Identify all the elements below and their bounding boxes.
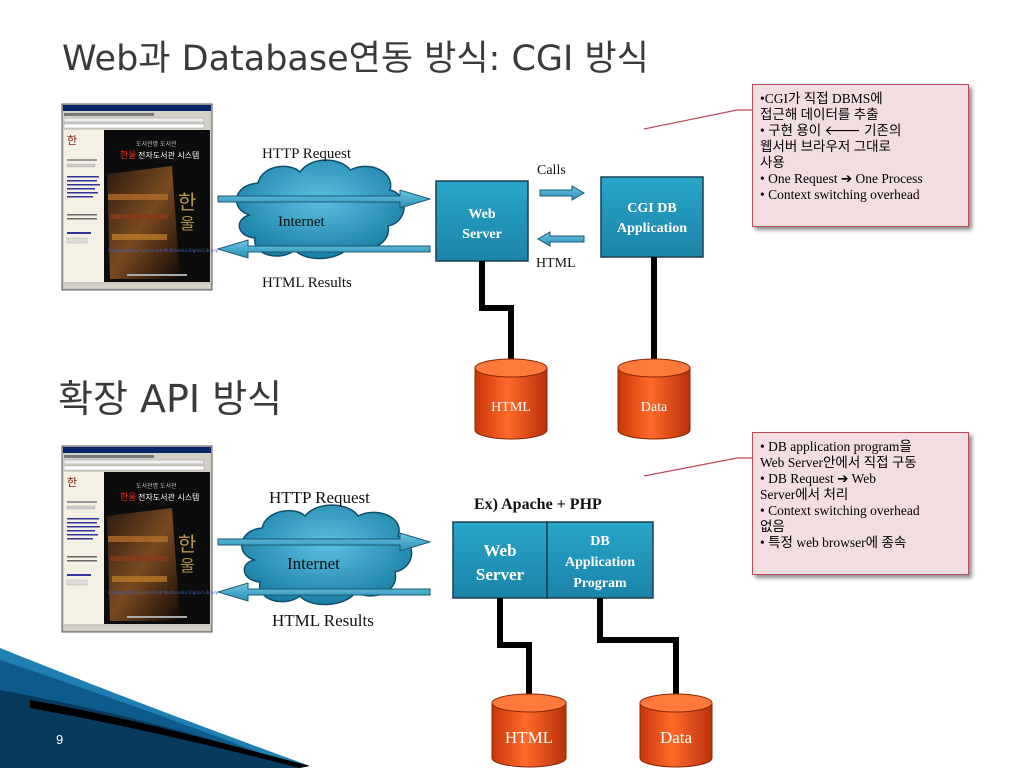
html-results-arrow-1 bbox=[216, 239, 431, 259]
note-api-line: Server에서 처리 bbox=[760, 487, 849, 502]
web-server-label-1b: Server bbox=[462, 227, 502, 242]
web-server-box-2: Web Server bbox=[452, 521, 548, 599]
cgi-app-label-b: Application bbox=[617, 221, 687, 236]
web-server-box-1: Web Server bbox=[435, 180, 529, 262]
slide-title: Web과 Database연동 방식: CGI 방식 bbox=[62, 39, 649, 79]
cgi-app-label-a: CGI DB bbox=[627, 201, 676, 216]
note-cgi-line: 접근해 데이터를 추출 bbox=[760, 107, 879, 122]
internet-cloud-1 bbox=[235, 159, 405, 260]
data-cylinder-2: Data bbox=[639, 693, 713, 768]
browser-screenshot-2 bbox=[61, 445, 219, 633]
web-server-label-1a: Web bbox=[468, 207, 495, 222]
data-cylinder-label-2: Data bbox=[660, 728, 693, 747]
note-api-line: • DB application program을 bbox=[760, 439, 912, 454]
connector-db-data-2 bbox=[597, 598, 679, 698]
html-results-arrow-2 bbox=[216, 582, 431, 602]
html-results-label-1: HTML Results bbox=[262, 275, 352, 291]
note-cgi-line: 웹서버 브라우저 그대로 bbox=[760, 139, 891, 154]
db-app-program-box: DB Application Program bbox=[546, 521, 654, 599]
callout-line-1 bbox=[643, 109, 752, 130]
cgi-app-box: CGI DB Application bbox=[600, 176, 704, 258]
note-cgi-line: • 구현 용이 🡐 기존의 bbox=[760, 123, 902, 138]
http-request-arrow-1 bbox=[217, 189, 432, 209]
note-cgi-line: •CGI가 직접 DBMS에 bbox=[760, 91, 883, 106]
callout-line-2 bbox=[643, 457, 752, 477]
http-request-label-2: HTTP Request bbox=[269, 488, 370, 507]
note-cgi-line: 사용 bbox=[760, 155, 785, 170]
html-cylinder-1: HTML bbox=[474, 358, 548, 440]
cloud-label-1: Internet bbox=[278, 214, 325, 230]
note-cgi: •CGI가 직접 DBMS에 접근해 데이터를 추출 • 구현 용이 🡐 기존의… bbox=[752, 84, 969, 227]
calls-label: Calls bbox=[537, 163, 566, 178]
html-back-arrow bbox=[537, 231, 585, 247]
note-cgi-line: • Context switching overhead bbox=[760, 187, 920, 202]
http-request-label-1: HTTP Request bbox=[262, 146, 352, 162]
db-app-label-c: Program bbox=[573, 576, 627, 591]
data-cylinder-label-1: Data bbox=[641, 400, 668, 415]
internet-cloud-2 bbox=[241, 504, 413, 606]
example-label: Ex) Apache + PHP bbox=[474, 496, 602, 513]
note-api-line: • 특정 web browser에 종속 bbox=[760, 535, 907, 550]
note-api-line: 없음 bbox=[760, 519, 785, 534]
web-server-label-2b: Server bbox=[476, 565, 525, 584]
note-api-line: • Context switching overhead bbox=[760, 503, 920, 518]
db-app-label-a: DB bbox=[590, 534, 609, 549]
html-arrow-label: HTML bbox=[536, 256, 576, 271]
html-results-label-2: HTML Results bbox=[272, 611, 374, 630]
note-api: • DB application program을 Web Server안에서 … bbox=[752, 432, 969, 575]
data-cylinder-1: Data bbox=[617, 358, 691, 440]
connector-web-html-1 bbox=[479, 261, 514, 362]
note-cgi-line: • One Request ➔ One Process bbox=[760, 171, 923, 186]
note-api-line: Web Server안에서 직접 구동 bbox=[760, 455, 917, 470]
swoosh-decoration bbox=[0, 648, 310, 768]
http-request-arrow-2 bbox=[217, 532, 432, 552]
html-cylinder-label-2: HTML bbox=[505, 728, 553, 747]
html-cylinder-2: HTML bbox=[491, 693, 567, 768]
browser-screenshot-1 bbox=[61, 103, 219, 291]
note-api-line: • DB Request ➔ Web bbox=[760, 471, 876, 486]
db-app-label-b: Application bbox=[565, 555, 635, 570]
section2-title: 확장 API 방식 bbox=[58, 377, 282, 421]
calls-arrow bbox=[539, 185, 585, 201]
web-server-label-2a: Web bbox=[483, 541, 516, 560]
page-number: 9 bbox=[56, 732, 63, 747]
connector-web-html-2 bbox=[497, 598, 532, 698]
html-cylinder-label-1: HTML bbox=[491, 400, 531, 415]
cloud-label-2: Internet bbox=[287, 554, 340, 573]
